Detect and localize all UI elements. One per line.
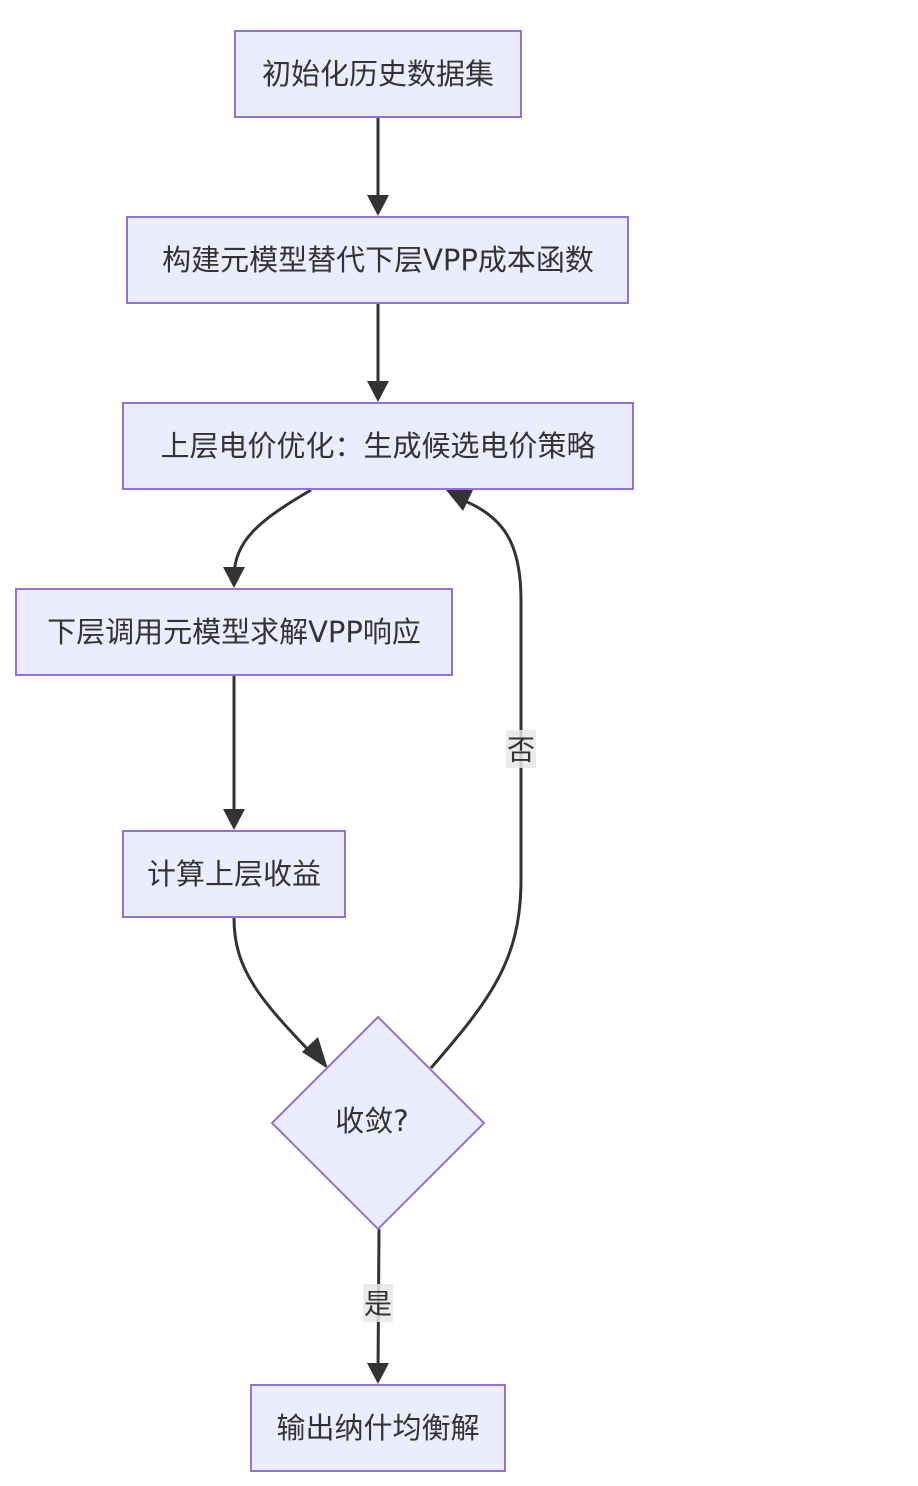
- node-converge-label: 收敛?: [335, 1104, 408, 1138]
- node-meta-model-label: 构建元模型替代下层VPP成本函数: [162, 243, 594, 277]
- node-init-label: 初始化历史数据集: [262, 57, 494, 91]
- edge-label-yes: 是: [363, 1284, 393, 1322]
- node-calc-profit: 计算上层收益: [122, 830, 346, 918]
- node-output-label: 输出纳什均衡解: [276, 1411, 479, 1445]
- arrowhead-upper-opt: [367, 381, 389, 402]
- arrowhead-output: [367, 1363, 389, 1384]
- node-upper-opt: 上层电价优化：生成候选电价策略: [122, 402, 634, 490]
- node-calc-profit-label: 计算上层收益: [147, 857, 321, 891]
- edge-converge-no-to-upper-opt: [429, 496, 523, 1069]
- arrowhead-calc-profit: [223, 809, 245, 830]
- edge-label-no: 否: [506, 730, 536, 768]
- arrowhead-meta-model: [367, 195, 389, 216]
- arrowhead-lower-solve: [223, 567, 245, 588]
- edge-calc-profit-to-converge: [232, 917, 320, 1062]
- node-init: 初始化历史数据集: [234, 30, 522, 118]
- node-converge-decision: 收敛?: [270, 1015, 486, 1231]
- node-output: 输出纳什均衡解: [250, 1384, 506, 1472]
- node-lower-solve-label: 下层调用元模型求解VPP响应: [47, 615, 421, 649]
- edge-label-yes-text: 是: [364, 1288, 392, 1321]
- edge-upper-opt-to-lower-solve: [232, 488, 312, 579]
- edge-label-no-text: 否: [507, 734, 535, 767]
- node-lower-solve: 下层调用元模型求解VPP响应: [15, 588, 453, 676]
- node-upper-opt-label: 上层电价优化：生成候选电价策略: [160, 429, 595, 463]
- node-meta-model: 构建元模型替代下层VPP成本函数: [126, 216, 629, 304]
- arrowhead-upper-opt-return: [446, 490, 473, 511]
- edges: [223, 118, 523, 1384]
- arrowhead-converge: [302, 1037, 328, 1069]
